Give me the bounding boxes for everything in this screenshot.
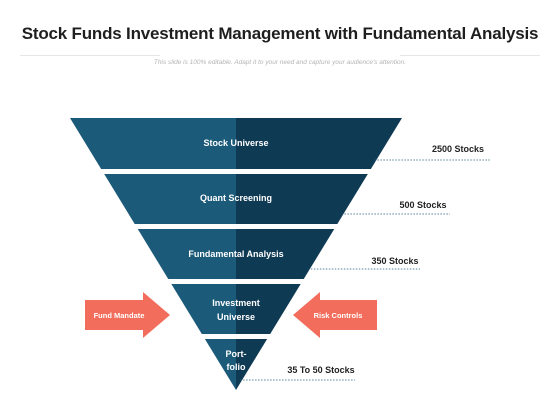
- funnel-stage-2-left: [104, 174, 236, 224]
- funnel-stage-4-right: [236, 284, 301, 334]
- fund-mandate-arrow-icon: [85, 292, 170, 338]
- funnel-stage-1-label: Stock Universe: [203, 138, 268, 148]
- stage-5-stock-count: 35 To 50 Stocks: [287, 365, 354, 375]
- stage-2-stock-count: 500 Stocks: [399, 200, 446, 210]
- funnel-stage-4-label: Investment: [212, 298, 260, 308]
- slide-subtitle: This slide is 100% editable. Adapt it to…: [153, 59, 407, 66]
- title-rule-right: [400, 55, 540, 56]
- funnel-stage-1-left: [70, 118, 236, 169]
- funnel-stage-2-right: [236, 174, 368, 224]
- funnel-stage-4-left: [171, 284, 236, 334]
- funnel-stage-3-right: [236, 229, 335, 279]
- funnel-stage-3-left: [137, 229, 236, 279]
- funnel-stage-3-label: Fundamental Analysis: [188, 249, 283, 259]
- stage-3-stock-count: 350 Stocks: [371, 256, 418, 266]
- fund-mandate-label: Fund Mandate: [94, 311, 145, 320]
- funnel-stage-2-label: Quant Screening: [200, 193, 272, 203]
- funnel-stage-4-label: Universe: [217, 312, 255, 322]
- funnel-stage-5-left: [204, 339, 236, 390]
- risk-controls-label: Risk Controls: [314, 311, 363, 320]
- stage-1-stock-count: 2500 Stocks: [432, 144, 484, 154]
- funnel-stage-5-label: folio: [227, 362, 246, 372]
- funnel-stage-1-right: [236, 118, 402, 169]
- title-rule-left: [20, 55, 160, 56]
- funnel-stage-5-label: Port-: [226, 349, 247, 359]
- risk-controls-arrow-icon: [293, 292, 377, 338]
- slide-title: Stock Funds Investment Management with F…: [21, 24, 539, 43]
- funnel-stage-5-right: [236, 339, 268, 390]
